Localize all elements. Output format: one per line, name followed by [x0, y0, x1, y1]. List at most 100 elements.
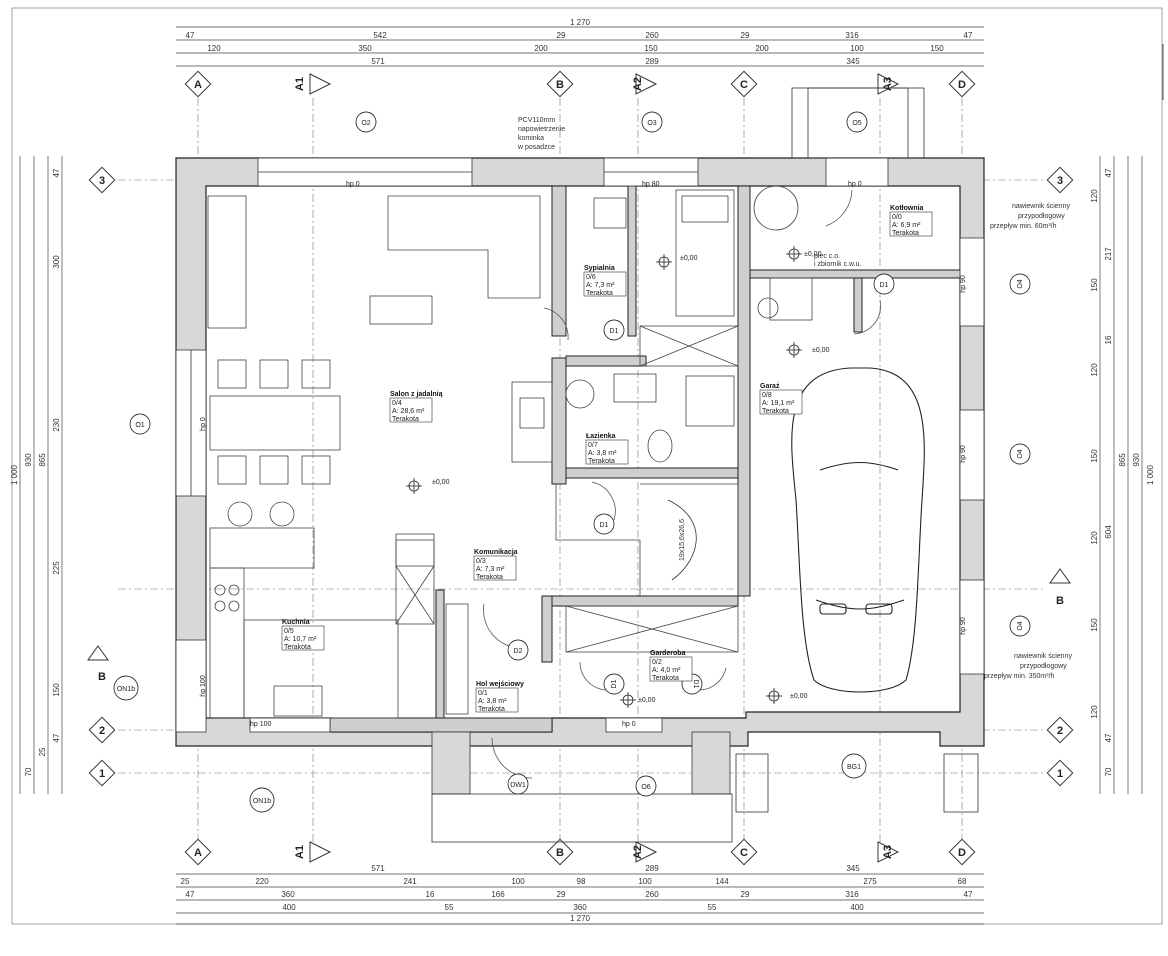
svg-text:542: 542 [373, 31, 387, 40]
svg-text:571: 571 [371, 57, 385, 66]
room-name: Garaż [760, 383, 780, 390]
hp-kotlownia: hp 0 [848, 181, 862, 188]
svg-text:A3: A3 [882, 77, 894, 91]
tag-o5: O5 [852, 120, 861, 127]
room-name: Hol wejściowy [476, 681, 524, 688]
hp-kuchnia: hp 100 [250, 721, 272, 728]
svg-text:47: 47 [964, 31, 973, 40]
svg-text:316: 316 [845, 890, 859, 899]
svg-text:241: 241 [403, 877, 417, 886]
room-name: Kotłownia [890, 205, 924, 212]
svg-text:345: 345 [846, 864, 860, 873]
svg-text:47: 47 [964, 890, 973, 899]
room-floor: Terakota [588, 458, 615, 465]
axis-markers-rows: 3 2 1 3 2 1 B B [87, 166, 1074, 787]
tag-bg1: BG1 [847, 764, 861, 771]
svg-text:B: B [556, 79, 564, 91]
room-floor: Terakota [392, 416, 419, 423]
svg-text:w posadzce: w posadzce [517, 144, 555, 151]
svg-text:B: B [1056, 595, 1064, 607]
hp-garaz-2: hp 90 [960, 445, 967, 463]
room-area: A: 3,8 m² [478, 698, 507, 705]
tag-o1: O1 [135, 422, 144, 429]
svg-text:55: 55 [445, 903, 454, 912]
dim-row-bot4: 400 55 360 55 400 [282, 903, 864, 912]
svg-text:150: 150 [930, 44, 944, 53]
svg-text:166: 166 [491, 890, 505, 899]
level-salon: ±0,00 [432, 479, 450, 486]
note-vent-2: nawiewnik ścienny przypodłogowy przepływ… [984, 653, 1072, 680]
furniture [207, 185, 813, 719]
tag-d1-e: D1 [692, 680, 699, 689]
svg-text:A2: A2 [632, 845, 644, 859]
dim-left-930: 930 [24, 453, 33, 467]
room-name: Komunikacja [474, 549, 518, 556]
dim-left-col: 47 300 230 225 150 47 25 70 [24, 168, 61, 776]
tag-o4-b: O4 [1017, 449, 1024, 458]
dim-total-top: 1 270 [570, 18, 591, 27]
svg-text:150: 150 [52, 683, 61, 697]
room-tag-box [389, 397, 433, 423]
svg-text:260: 260 [645, 890, 659, 899]
note-vent-1: nawiewnik ścienny przypodłogowy przepływ… [990, 203, 1070, 230]
room-tag-box [583, 271, 627, 297]
svg-text:D: D [958, 847, 966, 859]
svg-text:100: 100 [638, 877, 652, 886]
svg-text:29: 29 [741, 890, 750, 899]
room-floor: Terakota [284, 644, 311, 651]
interior-walls [329, 185, 971, 733]
svg-text:A: A [194, 79, 202, 91]
entrance-porch [431, 87, 979, 843]
room-floor: Terakota [478, 706, 505, 713]
dim-row-bot1: 571 289 345 [371, 864, 860, 873]
tag-d1-a: D1 [610, 328, 619, 335]
axis-markers-bottom: A A1 B A2 C A3 D [184, 838, 976, 866]
svg-text:A3: A3 [882, 845, 894, 859]
svg-text:571: 571 [371, 864, 385, 873]
stair-arrow [667, 499, 697, 581]
svg-text:220: 220 [255, 877, 269, 886]
svg-text:47: 47 [1104, 168, 1113, 177]
svg-text:350: 350 [358, 44, 372, 53]
svg-text:nawiewnik ścienny: nawiewnik ścienny [1012, 203, 1070, 210]
room-floor: Terakota [652, 675, 679, 682]
room-number: 0/7 [588, 442, 598, 449]
svg-text:275: 275 [863, 877, 877, 886]
svg-text:47: 47 [52, 168, 61, 177]
svg-text:225: 225 [52, 561, 61, 575]
svg-text:1: 1 [99, 768, 105, 780]
level-hol: ±0,00 [638, 697, 656, 704]
dim-row-bot2: 25 220 241 100 98 100 144 275 68 [181, 877, 967, 886]
hp-garaz-3: hp 90 [960, 617, 967, 635]
tag-o2: O2 [361, 120, 370, 127]
room-tag-box [473, 555, 517, 581]
svg-text:C: C [740, 847, 748, 859]
svg-text:120: 120 [1090, 363, 1099, 377]
svg-text:150: 150 [1090, 618, 1099, 632]
svg-text:120: 120 [1090, 531, 1099, 545]
svg-text:25: 25 [181, 877, 190, 886]
tag-o4-c: O4 [1017, 621, 1024, 630]
bottom-dimensions [176, 873, 984, 925]
note-stairs: 19x15,6x26,6 [679, 519, 686, 561]
room-area: A: 4,0 m² [652, 667, 681, 674]
svg-text:A1: A1 [294, 845, 306, 859]
dim-row-top2: 120 350 200 150 200 100 150 [207, 44, 944, 53]
tag-d1-c: D1 [600, 522, 609, 529]
room-number: 0/1 [478, 690, 488, 697]
tag-o6: O6 [641, 784, 650, 791]
svg-text:400: 400 [850, 903, 864, 912]
svg-text:70: 70 [24, 767, 33, 776]
room-tag-box [585, 439, 629, 465]
room-area: A: 3,8 m² [588, 450, 617, 457]
svg-text:55: 55 [708, 903, 717, 912]
room-area: A: 10,7 m² [284, 636, 317, 643]
hp-kuchnia-2: hp 100 [200, 675, 207, 697]
svg-text:B: B [556, 847, 564, 859]
level-garaz: ±0,00 [812, 347, 830, 354]
room-floor: Terakota [762, 408, 789, 415]
